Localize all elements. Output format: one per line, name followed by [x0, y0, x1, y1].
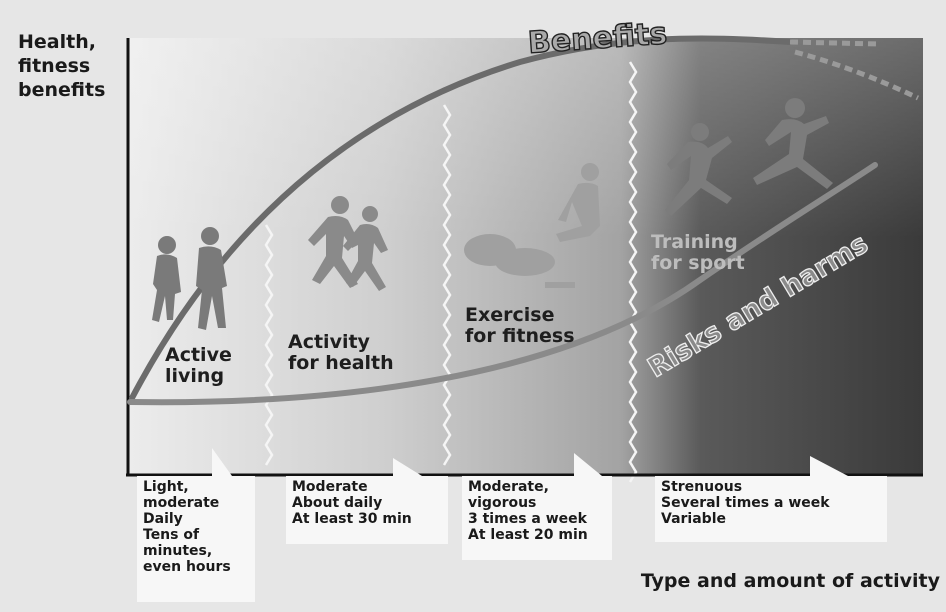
detail-line: At least 20 min: [468, 527, 606, 543]
detail-line: Strenuous: [661, 479, 881, 495]
detail-line: Tens of: [143, 527, 249, 543]
zone-details-activity-health: Moderate About daily At least 30 min: [286, 476, 448, 544]
detail-line: 3 times a week: [468, 511, 606, 527]
y-axis-label: Health, fitness benefits: [18, 30, 158, 102]
detail-line: Several times a week: [661, 495, 881, 511]
detail-line: moderate: [143, 495, 249, 511]
detail-line: vigorous: [468, 495, 606, 511]
zone-label-activity-health: Activity for health: [288, 332, 394, 374]
zone-details-training-sport: Strenuous Several times a week Variable: [655, 476, 887, 542]
detail-line: Variable: [661, 511, 881, 527]
detail-line: Moderate,: [468, 479, 606, 495]
zone-label-exercise-fitness: Exercise for fitness: [465, 305, 575, 347]
detail-line: Daily: [143, 511, 249, 527]
detail-line: Light,: [143, 479, 249, 495]
detail-line: Moderate: [292, 479, 442, 495]
zone-label-active-living: Active living: [165, 345, 232, 387]
zone-details-active-living: Light, moderate Daily Tens of minutes, e…: [137, 476, 255, 602]
detail-line: About daily: [292, 495, 442, 511]
detail-line: even hours: [143, 559, 249, 575]
detail-line: At least 30 min: [292, 511, 442, 527]
x-axis-label: Type and amount of activity: [641, 570, 940, 592]
detail-line: minutes,: [143, 543, 249, 559]
zone-label-training-sport: Training for sport: [651, 232, 745, 274]
zone-details-exercise-fitness: Moderate, vigorous 3 times a week At lea…: [462, 476, 612, 560]
